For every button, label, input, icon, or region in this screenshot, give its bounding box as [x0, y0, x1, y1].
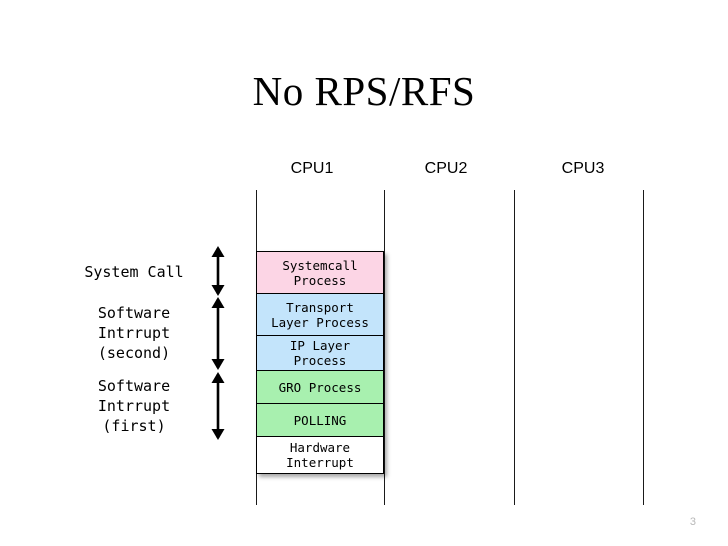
cpu-divider-line [384, 190, 385, 505]
cpu-divider-line [643, 190, 644, 505]
process-box: Transport Layer Process [256, 293, 384, 335]
process-box: IP Layer Process [256, 335, 384, 370]
phase-double-arrow-icon [208, 246, 228, 296]
page-number: 3 [689, 516, 696, 528]
phase-double-arrow-icon [208, 372, 228, 440]
phase-label-system-call: System Call [84, 263, 184, 281]
process-box: Hardware Interrupt [256, 436, 384, 474]
process-box: POLLING [256, 403, 384, 436]
process-box: GRO Process [256, 370, 384, 403]
phase-double-arrow-icon [208, 297, 228, 370]
cpu-column-header-1: CPU1 [290, 160, 334, 177]
cpu-divider-line [514, 190, 515, 505]
cpu-column-header-3: CPU3 [561, 160, 605, 177]
page-title: No RPS/RFS [252, 68, 476, 115]
phase-label-software-interrupt-second: Software Intrrupt (second) [97, 304, 171, 362]
process-box: Systemcall Process [256, 251, 384, 293]
phase-label-software-interrupt-first: Software Intrrupt (first) [97, 377, 171, 435]
cpu-column-header-2: CPU2 [424, 160, 468, 177]
